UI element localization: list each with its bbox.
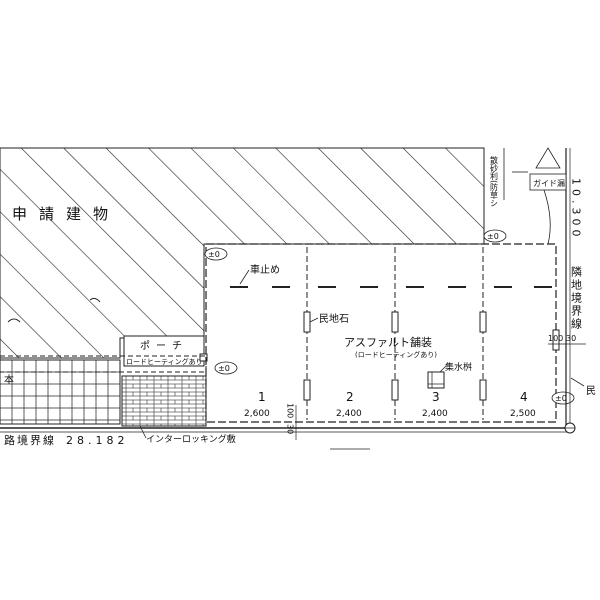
- space-number-1: 1: [258, 390, 266, 404]
- curb-stones: [303, 311, 560, 401]
- porch-note: ロードヒーティングあり: [126, 357, 203, 366]
- note-box: [529, 173, 567, 191]
- sketch-curve: [543, 189, 551, 245]
- paving-label: アスファルト舗装: [344, 335, 432, 349]
- level-mark: ±0: [214, 361, 238, 375]
- box-fragment-label: ガイド漏: [533, 178, 565, 188]
- drain-label: 集水桝: [445, 361, 472, 373]
- car-stop-label: 車止め: [250, 263, 280, 276]
- curve-mark: [7, 318, 21, 323]
- building-label: 申請建物: [12, 205, 120, 223]
- level-mark-text: ±0: [208, 250, 220, 259]
- drain-grate: [427, 371, 445, 389]
- level-mark: ±0: [551, 391, 575, 405]
- bottom-offset-a: 30: [286, 424, 295, 434]
- porch-light: [199, 353, 208, 362]
- interlocking-leader: [139, 425, 147, 439]
- neighbor-boundary-label: 隣地境界線: [570, 265, 583, 331]
- right-edge-label: 民: [586, 385, 596, 397]
- space-number-3: 3: [432, 390, 440, 404]
- curve-mark: [89, 297, 101, 303]
- building-area: [0, 147, 485, 359]
- space-number-2: 2: [346, 390, 354, 404]
- bottom-offset-b: 100: [286, 403, 295, 418]
- porch-outline: [123, 335, 205, 367]
- grid-planter: [0, 359, 121, 425]
- level-mark: ±0: [483, 229, 507, 243]
- space-width-3: 2,400: [422, 409, 448, 419]
- right-offset-small: 30: [566, 334, 576, 343]
- top-right-fragment: 散砂利(防草シ: [490, 155, 499, 207]
- right-edge-leader: [570, 377, 585, 387]
- porch-dashed-outline: [0, 355, 207, 373]
- car-stop-leader: [239, 269, 250, 285]
- paving-note: (ロードヒーティングあり): [355, 350, 437, 359]
- left-fragment-label: 本: [4, 373, 14, 386]
- space-width-1: 2,600: [244, 409, 270, 419]
- level-mark: ±0: [204, 247, 228, 261]
- space-width-4: 2,500: [510, 409, 536, 419]
- road-boundary-length: 28.182: [66, 434, 129, 447]
- curb-label: 民地石: [319, 312, 349, 325]
- right-offset: 100: [548, 334, 563, 343]
- level-mark-text: ±0: [218, 364, 230, 373]
- triangle-mark: [535, 147, 561, 169]
- neighbor-boundary-length: 10.300: [570, 178, 583, 241]
- interlocking-label: インターロッキング敷: [146, 433, 236, 445]
- interlocking-area: [121, 375, 207, 427]
- curb-leader: [309, 317, 319, 323]
- porch-label: ポーチ: [140, 340, 188, 352]
- road-boundary-label: 路境界線: [4, 433, 56, 447]
- space-width-2: 2,400: [336, 409, 362, 419]
- level-mark-text: ±0: [487, 232, 499, 241]
- drain-leader: [439, 365, 447, 373]
- space-number-4: 4: [520, 390, 528, 404]
- level-mark-text: ±0: [555, 394, 567, 403]
